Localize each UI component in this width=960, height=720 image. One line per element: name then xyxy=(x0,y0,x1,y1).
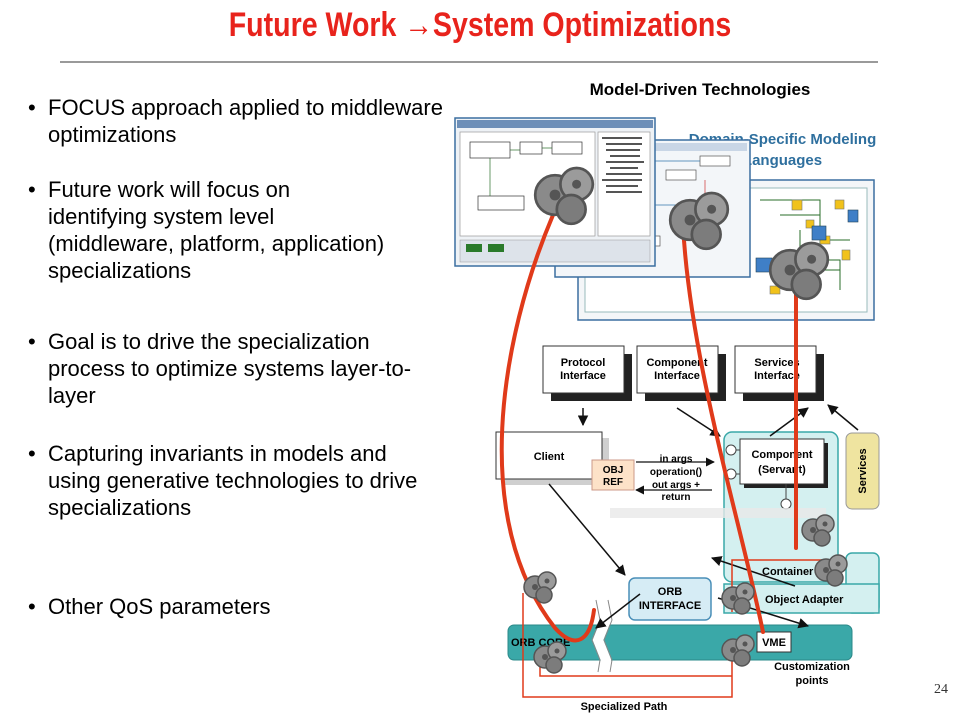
call-label-in-args: in args xyxy=(660,454,693,465)
bullet-dot-icon: • xyxy=(28,329,36,354)
services-label: Services xyxy=(857,448,869,493)
component-servant-box: Component (Servant) xyxy=(739,438,828,488)
services-interface-line2: Interface xyxy=(754,370,800,382)
protocol-interface-box: Protocol Interface xyxy=(542,345,632,401)
specialized-path-label: Specialized Path xyxy=(581,701,668,713)
container-label: Container xyxy=(762,566,814,578)
component-servant-line1: Component xyxy=(751,449,812,461)
services-interface-box: Services Interface xyxy=(734,345,824,401)
bullet-dot-icon: • xyxy=(28,594,36,619)
object-adapter-label: Object Adapter xyxy=(765,594,844,606)
protocol-interface-line2: Interface xyxy=(560,370,606,382)
obj-ref-line2: REF xyxy=(603,477,623,488)
bullet-item: • Goal is to drive the specialization pro… xyxy=(24,328,448,409)
component-interface-box: Component Interface xyxy=(636,345,726,401)
call-labels: in args operation() out args + return xyxy=(650,454,702,503)
obj-ref-line1: OBJ xyxy=(603,465,624,476)
obj-ref-box: OBJ REF xyxy=(591,459,635,491)
client-box: Client xyxy=(495,431,609,485)
model-driven-heading: Model-Driven Technologies xyxy=(589,80,811,99)
component-servant-line2: (Servant) xyxy=(758,464,806,476)
bullet-text: FOCUS approach applied to middleware opt… xyxy=(48,95,443,147)
customization-line1: Customization xyxy=(774,661,850,673)
specialized-path-line xyxy=(522,593,733,698)
vme-box xyxy=(756,631,792,653)
bullet-dot-icon: • xyxy=(28,95,36,120)
call-label-out-args: out args + xyxy=(652,480,700,491)
bullet-text: Goal is to drive the specialization proc… xyxy=(48,329,412,408)
title-divider xyxy=(60,61,878,63)
page-number: 24 xyxy=(934,682,948,697)
bullet-item: • Future work will focus on identifying s… xyxy=(24,176,448,284)
title-prefix: Future Work xyxy=(228,6,405,44)
bullet-dot-icon: • xyxy=(28,441,36,466)
orb-interface-box: ORB INTERFACE xyxy=(628,577,712,621)
title-arrow-icon: → xyxy=(404,6,433,44)
bullet-item: • FOCUS approach applied to middleware op… xyxy=(24,94,448,148)
orb-interface-line1: ORB xyxy=(658,586,683,598)
orb-interface-line2: INTERFACE xyxy=(639,600,701,612)
client-label: Client xyxy=(534,451,565,463)
vme-label: VME xyxy=(762,637,786,649)
call-label-return: return xyxy=(662,492,691,503)
bullet-item: • Capturing invariants in models and usin… xyxy=(24,440,448,521)
component-interface-line2: Interface xyxy=(654,370,700,382)
bullet-text: Capturing invariants in models and using… xyxy=(48,441,418,520)
bullet-dot-icon: • xyxy=(28,177,36,202)
call-label-operation: operation() xyxy=(650,467,702,478)
bullet-text: Future work will focus on identifying sy… xyxy=(48,177,385,283)
model-transform-arrows xyxy=(499,213,798,643)
slide-title: Future Work →System Optimizations xyxy=(77,6,883,45)
title-suffix: System Optimizations xyxy=(432,6,732,44)
gear-icon xyxy=(523,571,557,604)
services-box xyxy=(845,432,880,510)
bullet-text: Other QoS parameters xyxy=(48,594,271,619)
protocol-interface-line1: Protocol xyxy=(561,357,606,369)
customization-line2: points xyxy=(796,675,829,687)
services-interface-line1: Services xyxy=(754,357,799,369)
bullet-item: • Other QoS parameters xyxy=(24,593,448,620)
component-interface-line1: Component xyxy=(646,357,707,369)
